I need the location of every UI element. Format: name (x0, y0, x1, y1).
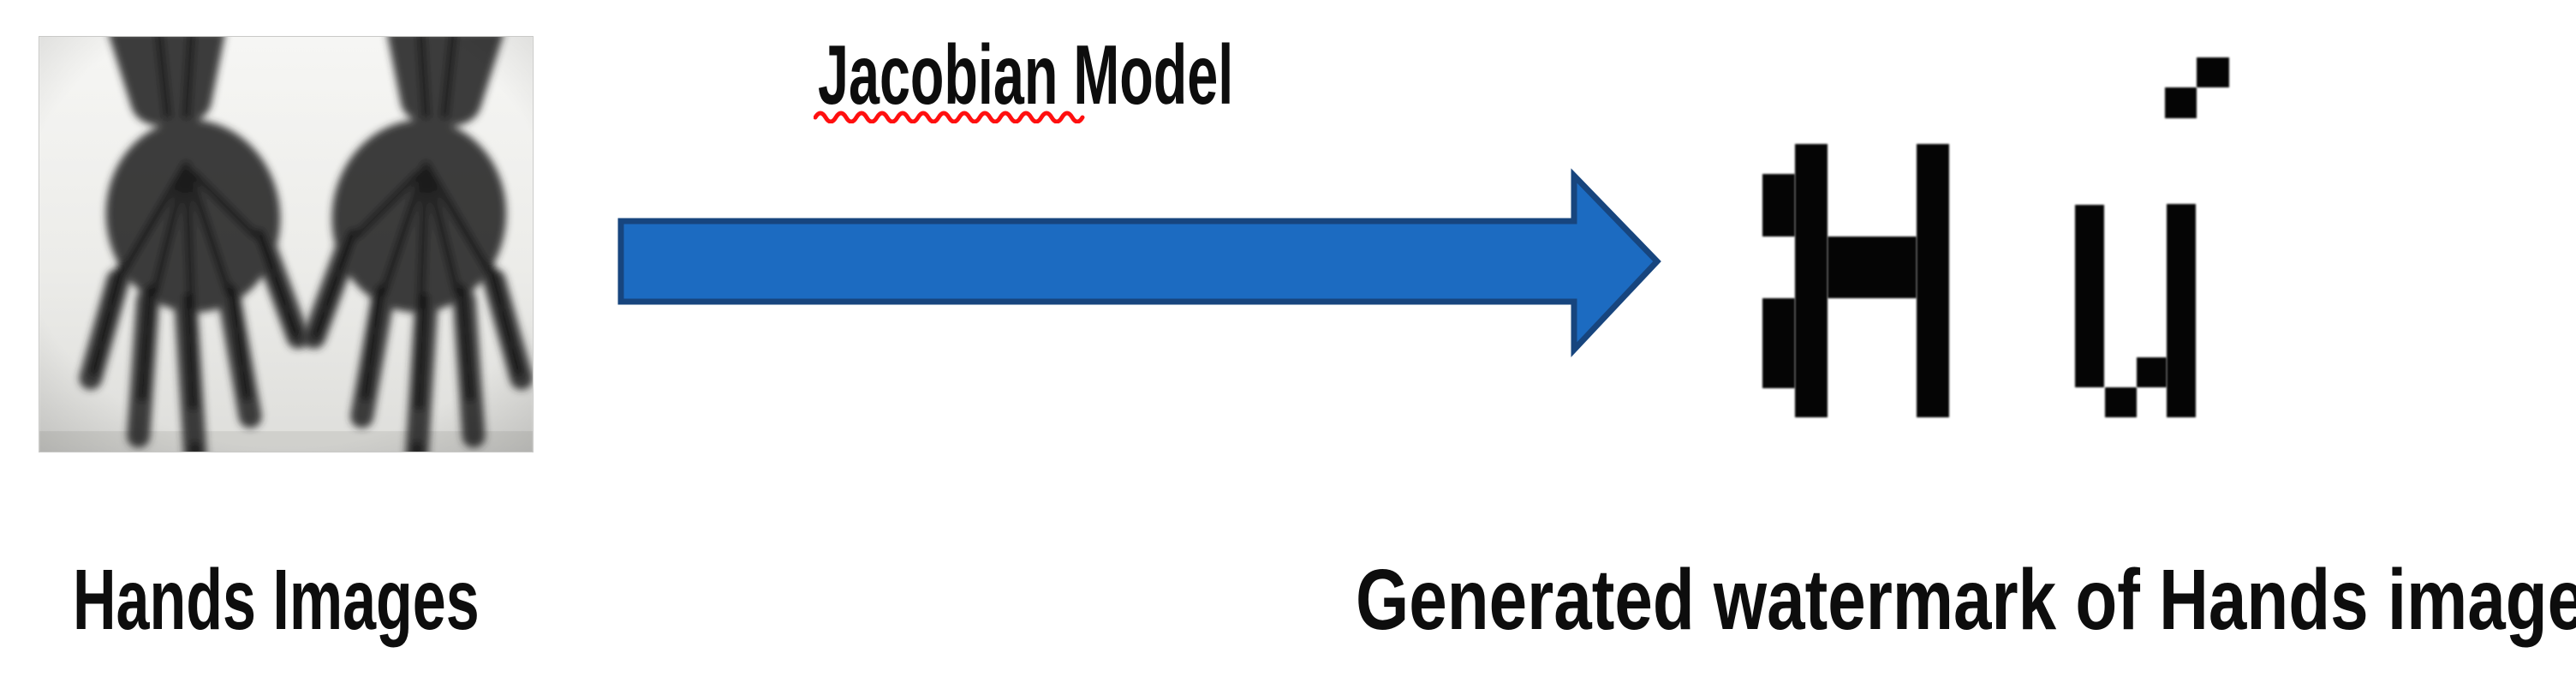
watermark-pixel-block (2197, 57, 2229, 87)
watermark-pixel-block (1795, 144, 1828, 417)
watermark-pixel-block (1917, 144, 1949, 417)
watermark-pixel-block (1762, 174, 1795, 237)
flow-arrow-shape (617, 168, 1661, 357)
watermark-pixel-block (2137, 357, 2167, 387)
watermark-pixel-block (2075, 205, 2104, 387)
hands-xray-art (39, 37, 533, 452)
watermark-pixel-block (1828, 237, 1917, 298)
watermark-pixel-block (2105, 387, 2137, 417)
flow-arrow (617, 168, 1661, 357)
left-caption: Hands Images (73, 552, 480, 648)
spellcheck-squiggle-underline (814, 111, 1085, 123)
watermark-pixel-block (2167, 204, 2196, 417)
right-caption: Generated watermark of Hands image (1356, 552, 2576, 648)
watermark-pixel-block (1762, 298, 1795, 388)
model-label: Jacobian Model (818, 27, 1234, 122)
watermark-pixel-block (2165, 87, 2197, 118)
hands-xray-image (39, 36, 534, 452)
